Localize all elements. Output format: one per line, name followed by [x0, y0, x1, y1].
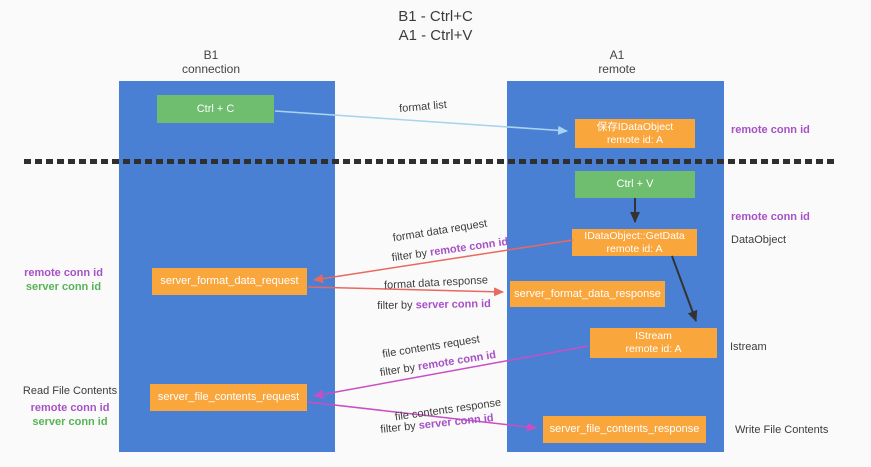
annotation-remote-conn-id-top: remote conn id [731, 124, 810, 136]
label-format-data-response: format data response [383, 274, 489, 292]
diagram-title: B1 - Ctrl+C A1 - Ctrl+V [0, 7, 871, 45]
phase-separator-dashed-line [24, 159, 836, 164]
column-header-a1: A1 remote [557, 48, 677, 76]
node-save-idataobject-remote-id: remote id: A [606, 133, 664, 146]
header-a1-name: A1 [609, 48, 625, 62]
title-line-1: B1 - Ctrl+C [398, 8, 473, 25]
filter-by-text: filter by [379, 361, 420, 380]
node-ctrl-c: Ctrl + C [157, 95, 274, 123]
node-getdata-remote-id: remote id: A [606, 242, 663, 255]
filter-by-text: filter by [379, 419, 420, 436]
annotation-dataobject: DataObject [731, 234, 787, 246]
node-ctrl-v: Ctrl + V [575, 171, 695, 198]
node-server-format-data-request: server_format_data_request [152, 268, 307, 295]
node-ctrl-v-label: Ctrl + V [616, 178, 654, 190]
node-ctrl-c-label: Ctrl + C [196, 102, 235, 115]
node-server-file-contents-request: server_file_contents_request [150, 384, 307, 411]
annotation-server-conn-id-left2: server conn id [32, 416, 108, 428]
node-server-file-contents-request-label: server_file_contents_request [157, 391, 300, 403]
annotation-read-file-contents-group: Read File Contents remote conn id server… [13, 384, 127, 429]
remote-conn-id-text: remote conn id [429, 235, 509, 259]
annotation-server-conn-id-left: server conn id [25, 281, 102, 293]
annotation-read-file-contents: Read File Contents [22, 385, 118, 397]
annotation-istream: Istream [730, 341, 767, 353]
label-format-list: format list [398, 98, 448, 116]
node-istream: IStream remote id: A [590, 328, 717, 358]
filter-by-text: filter by [391, 246, 431, 265]
header-a1-sub: remote [598, 62, 636, 76]
annotation-remote-conn-id-left2: remote conn id [30, 402, 110, 414]
node-server-format-data-response: server_format_data_response [510, 281, 665, 307]
node-server-file-contents-response-label: server_file_contents_response [549, 423, 700, 435]
node-server-format-data-request-label: server_format_data_request [160, 275, 299, 287]
node-save-idataobject: 保存IDataObject remote id: A [575, 119, 695, 148]
column-header-b1: B1 connection [151, 48, 271, 76]
annotation-remote-conn-id-left: remote conn id [24, 267, 103, 279]
label-filter-server-1: filter by server conn id [377, 298, 491, 312]
header-b1-name: B1 [203, 48, 219, 62]
node-getdata-label: IDataObject::GetData [584, 229, 685, 242]
node-server-file-contents-response: server_file_contents_response [543, 416, 706, 443]
annotation-write-file-contents: Write File Contents [735, 424, 829, 436]
node-idataobject-getdata: IDataObject::GetData remote id: A [572, 229, 697, 256]
title-line-2: A1 - Ctrl+V [398, 27, 473, 44]
server-conn-id-text: server conn id [415, 298, 491, 312]
header-b1-sub: connection [181, 62, 241, 76]
annotation-left-conn-ids: remote conn id server conn id [16, 266, 111, 294]
node-save-idataobject-label: 保存IDataObject [596, 120, 674, 133]
node-istream-label: IStream [635, 330, 672, 342]
node-server-format-data-response-label: server_format_data_response [514, 287, 661, 300]
filter-by-text: filter by [377, 299, 416, 312]
node-istream-remote-id: remote id: A [625, 343, 682, 355]
annotation-remote-conn-id-mid: remote conn id [731, 211, 810, 223]
